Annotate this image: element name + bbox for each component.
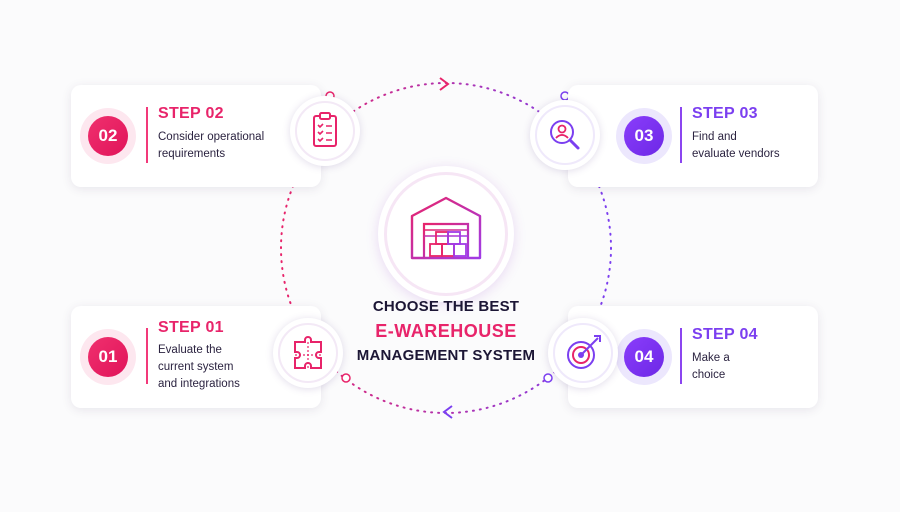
warehouse-hub — [378, 166, 514, 302]
step-02-title: STEP 02 — [158, 105, 224, 122]
step-01-title: STEP 01 — [158, 319, 224, 336]
step-02-card: 02 STEP 02 Consider operational requirem… — [71, 85, 321, 187]
step-04-number: 04 — [624, 337, 664, 377]
center-title-line-1: CHOOSE THE BEST — [372, 298, 520, 315]
step-03-card: 03 STEP 03 Find and evaluate vendors — [568, 85, 818, 187]
clipboard-checklist-icon — [290, 96, 360, 166]
step-03-title: STEP 03 — [692, 105, 758, 122]
step-01-description: Evaluate the current system and integrat… — [158, 344, 240, 390]
step-03-number-badge: 03 — [616, 108, 672, 164]
step-02-description: Consider operational requirements — [158, 131, 265, 160]
step-03-number: 03 — [624, 116, 664, 156]
user-search-icon — [530, 100, 600, 170]
target-arrow-icon — [548, 318, 618, 388]
warehouse-icon — [410, 196, 482, 260]
step-03-description: Find and evaluate vendors — [692, 131, 780, 160]
step-01-number: 01 — [88, 337, 128, 377]
step-03-divider — [680, 107, 682, 163]
step-04-title: STEP 04 — [692, 326, 758, 343]
step-04-number-badge: 04 — [616, 329, 672, 385]
step-01-divider — [146, 328, 148, 384]
step-01-number-badge: 01 — [80, 329, 136, 385]
arrow-left-icon — [442, 405, 453, 419]
step-02-divider — [146, 107, 148, 163]
arrow-right-icon — [439, 77, 450, 91]
step-02-number-badge: 02 — [80, 108, 136, 164]
puzzle-icon — [273, 318, 343, 388]
center-title-line-3: MANAGEMENT SYSTEM — [356, 347, 536, 364]
step-04-divider — [680, 328, 682, 384]
step-04-description: Make a choice — [692, 352, 730, 381]
step-01-card: 01 STEP 01 Evaluate the current system a… — [71, 306, 321, 408]
step-02-number: 02 — [88, 116, 128, 156]
center-title-line-2: E-WAREHOUSE — [375, 321, 517, 341]
